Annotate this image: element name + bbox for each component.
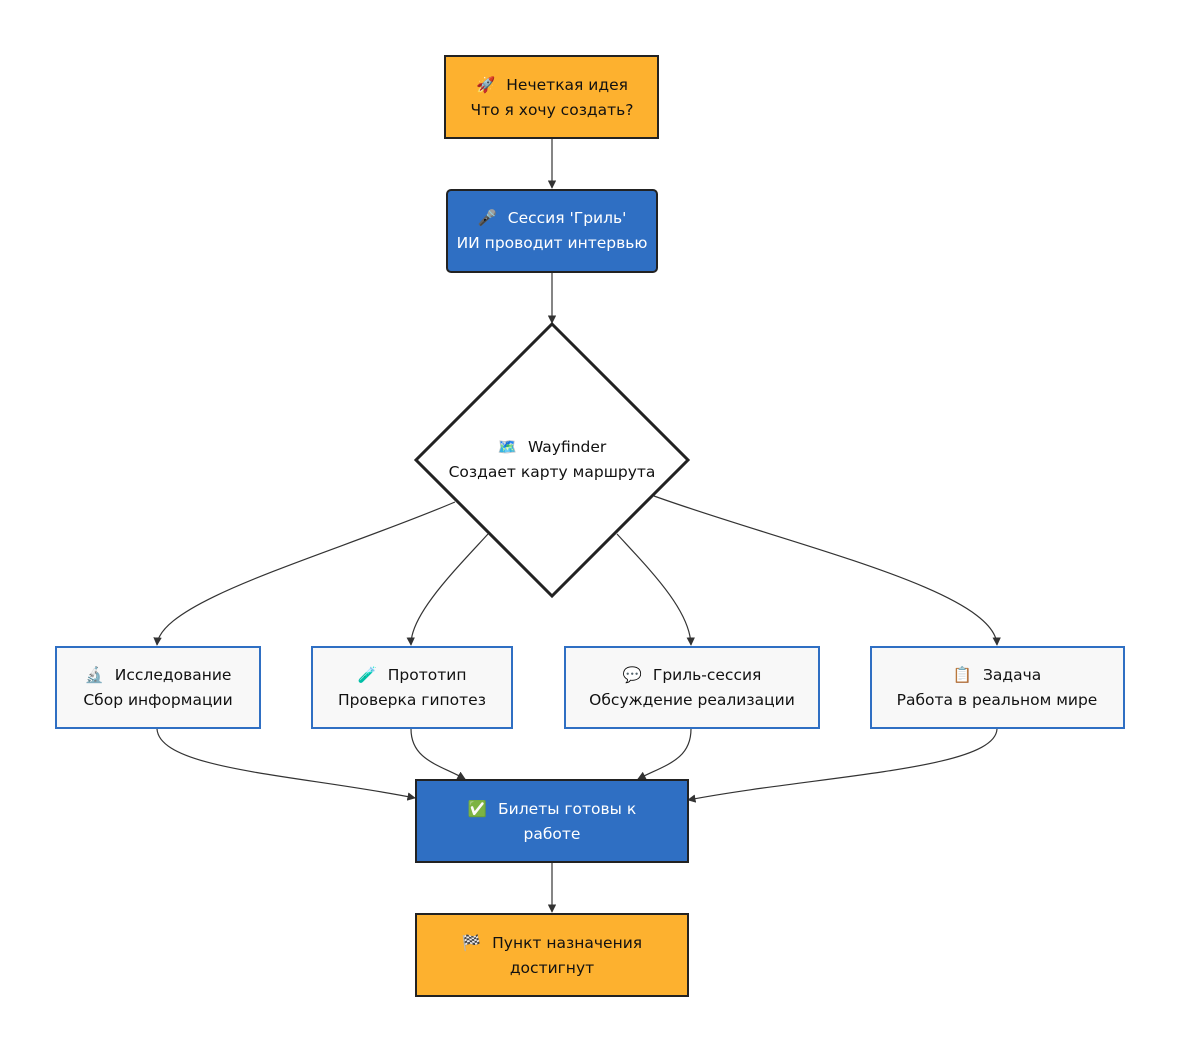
check-mark-icon: ✅	[468, 799, 487, 818]
node-wayfinder-subtitle: Создает карту маршрута	[449, 463, 656, 481]
node-research-box	[55, 646, 261, 729]
edges	[153, 138, 1001, 913]
test-tube-icon: 🧪	[358, 666, 377, 684]
node-destination: 🏁 Пункт назначения достигнут	[415, 913, 689, 997]
node-destination-title: 🏁 Пункт назначения	[462, 933, 642, 952]
rocket-icon: 🚀	[476, 75, 495, 94]
node-grill-session-title: 💬 Гриль-сессия	[623, 665, 762, 684]
node-grill-subtitle: ИИ проводит интервью	[457, 234, 648, 252]
edge-research-to-tickets	[156, 728, 416, 801]
node-prototype-box	[311, 646, 513, 729]
node-wayfinder-diamond	[413, 321, 691, 599]
node-prototype: 🧪 Прототип Проверка гипотез	[311, 646, 513, 729]
node-tickets-box	[415, 779, 689, 863]
edge-wayfinder-to-grill-session	[616, 533, 695, 646]
node-grill-session-box	[564, 646, 820, 729]
edge-wayfinder-to-task	[653, 495, 1001, 646]
node-prototype-title: 🧪 Прототип	[358, 666, 467, 684]
node-research-title: 🔬 Исследование	[85, 665, 232, 684]
node-tickets-title: ✅ Билеты готовы к	[468, 799, 636, 818]
checkered-flag-icon: 🏁	[462, 933, 481, 952]
node-task-title: 📋 Задача	[953, 665, 1042, 684]
node-tickets-subtitle: работе	[524, 825, 581, 843]
node-task-subtitle: Работа в реальном мире	[897, 691, 1098, 709]
node-idea: 🚀 Нечеткая идея Что я хочу создать?	[444, 55, 659, 139]
node-research: 🔬 Исследование Сбор информации	[55, 646, 261, 729]
node-grill-session: 💬 Гриль-сессия Обсуждение реализации	[564, 646, 820, 729]
node-grill-box	[446, 189, 658, 273]
node-wayfinder-title: 🗺️ Wayfinder	[498, 438, 607, 456]
microphone-icon: 🎤	[478, 208, 497, 227]
edge-prototype-to-tickets	[410, 728, 466, 780]
node-grill-title: 🎤 Сессия 'Гриль'	[478, 208, 627, 227]
map-icon: 🗺️	[498, 438, 517, 456]
edge-wayfinder-to-prototype	[406, 533, 489, 646]
edge-wayfinder-to-research	[153, 501, 456, 646]
node-grill: 🎤 Сессия 'Гриль' ИИ проводит интервью	[446, 189, 658, 273]
node-idea-subtitle: Что я хочу создать?	[470, 101, 633, 119]
clipboard-icon: 📋	[953, 665, 972, 684]
node-task-box	[870, 646, 1125, 729]
node-wayfinder: 🗺️ Wayfinder Создает карту маршрута	[413, 321, 691, 599]
node-destination-box	[415, 913, 689, 997]
node-task: 📋 Задача Работа в реальном мире	[870, 646, 1125, 729]
microscope-icon: 🔬	[85, 665, 104, 684]
node-grill-session-subtitle: Обсуждение реализации	[589, 691, 795, 709]
node-destination-subtitle: достигнут	[510, 959, 594, 977]
speech-bubble-icon: 💬	[623, 665, 642, 684]
edge-task-to-tickets	[687, 728, 998, 803]
node-research-subtitle: Сбор информации	[83, 691, 232, 709]
node-idea-title: 🚀 Нечеткая идея	[476, 75, 628, 94]
node-tickets: ✅ Билеты готовы к работе	[415, 779, 689, 863]
node-prototype-subtitle: Проверка гипотез	[338, 691, 486, 709]
node-idea-box	[444, 55, 659, 139]
edge-grill-session-to-tickets	[637, 728, 692, 780]
